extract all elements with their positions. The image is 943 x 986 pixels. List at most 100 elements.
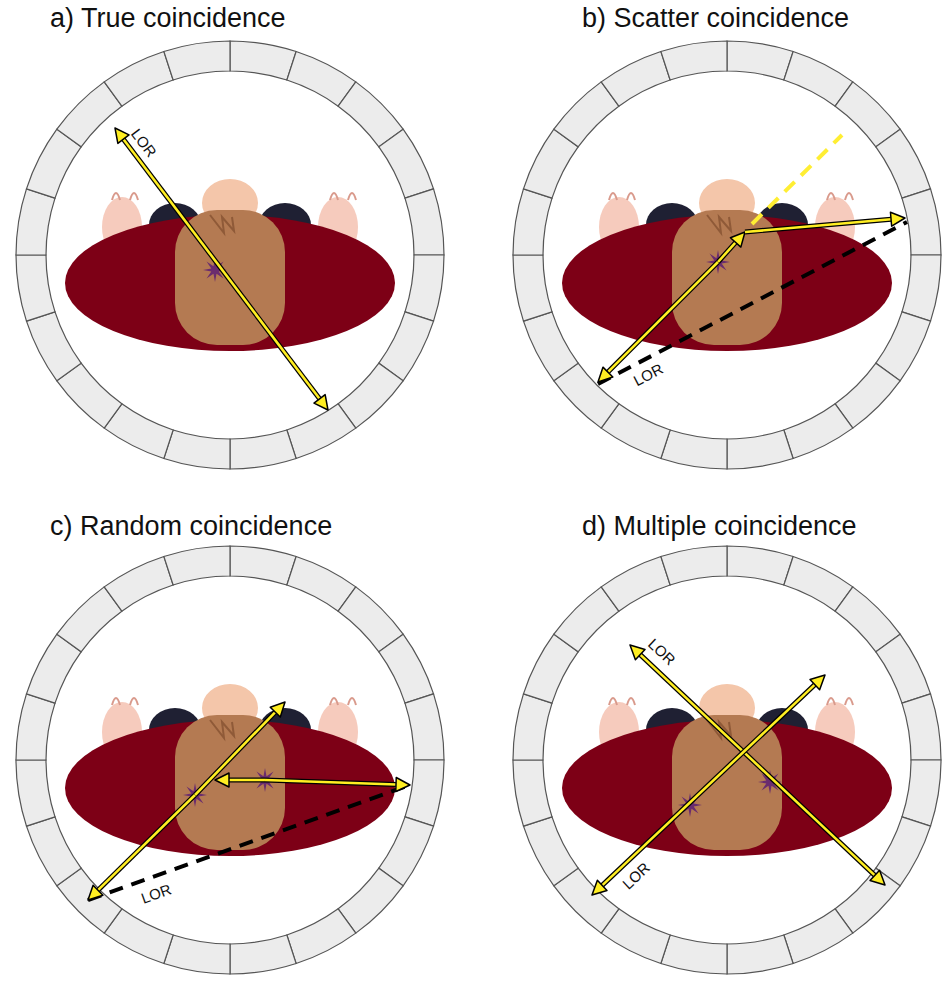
detector-block (601, 51, 670, 106)
photon-arrow (630, 645, 885, 885)
photon-arrow (718, 232, 745, 262)
arrowhead (598, 367, 613, 382)
detector-block (230, 546, 296, 585)
arrowhead (88, 885, 103, 900)
detector-block (727, 430, 793, 469)
detector-block (727, 41, 793, 80)
detector-block (661, 935, 727, 974)
detector-block (513, 694, 552, 760)
detector-block (523, 312, 578, 381)
detector-block (902, 760, 941, 826)
arrowhead (115, 128, 129, 143)
detector-block (405, 694, 444, 760)
arrow-shaft (718, 242, 736, 262)
arrow-shaft (745, 219, 891, 232)
arrowhead (630, 645, 645, 660)
panel-title: b) Scatter coincidence (582, 4, 849, 34)
detector-block (164, 430, 230, 469)
arrow-shaft (229, 779, 265, 782)
hair (210, 720, 234, 738)
arrowhead (810, 675, 825, 690)
detector-block (661, 41, 727, 80)
detector-block (164, 935, 230, 974)
detector-block (784, 909, 853, 964)
arrowhead (730, 232, 745, 247)
detector-block (104, 556, 173, 611)
pet-panel (16, 546, 444, 974)
detector-block (601, 556, 670, 611)
detector-block (164, 41, 230, 80)
arrowhead (270, 702, 285, 717)
arrow-outline (98, 795, 195, 890)
detector-block (784, 404, 853, 459)
detector-block (287, 909, 356, 964)
lor-line (598, 222, 907, 384)
detector-block (16, 189, 55, 255)
detector-block (379, 634, 434, 703)
panel-title: c) Random coincidence (50, 512, 332, 542)
scatter-continuation (752, 135, 842, 224)
detector-block (902, 694, 941, 760)
detector-block (16, 255, 55, 321)
panel-title: d) Multiple coincidence (582, 512, 857, 542)
detector-block (164, 546, 230, 585)
arrow-outline (640, 655, 875, 876)
arrow-shaft (98, 795, 195, 890)
arrow-shaft (265, 780, 396, 785)
detector-block (16, 760, 55, 826)
detector-block (379, 129, 434, 198)
arrow-shaft (640, 655, 875, 876)
detector-block (661, 546, 727, 585)
detector-block (523, 817, 578, 886)
detector-block (405, 255, 444, 321)
detector-block (26, 817, 81, 886)
arrow-outline (602, 685, 815, 886)
arrow-outline (745, 219, 891, 232)
detector-block (26, 312, 81, 381)
detector-block (513, 255, 552, 321)
detector-block (661, 430, 727, 469)
arrowhead (396, 778, 410, 792)
lor-label: LOR (631, 361, 666, 390)
pet-panel (16, 41, 444, 469)
arrow-shaft (195, 712, 275, 795)
arrow-outline (123, 139, 319, 399)
lor-label: LOR (139, 881, 174, 907)
detector-block (876, 129, 931, 198)
arrow-outline (229, 778, 265, 783)
arrowhead (890, 212, 905, 226)
detector-block (104, 51, 173, 106)
hair (707, 215, 731, 233)
pet-panel (513, 546, 941, 974)
photon-arrow (745, 212, 905, 232)
photon-arrow (265, 778, 410, 792)
detector-block (287, 404, 356, 459)
pet-panel (513, 41, 941, 469)
photon-arrow (88, 795, 195, 900)
arrow-shaft (123, 139, 319, 399)
detector-block (405, 760, 444, 826)
detector-block (876, 634, 931, 703)
detector-block (230, 935, 296, 974)
photon-arrow (592, 675, 825, 895)
detector-block (727, 935, 793, 974)
detector-block (405, 189, 444, 255)
arrowhead (592, 880, 607, 895)
panel-title: a) True coincidence (50, 4, 286, 34)
lor-line (88, 785, 410, 900)
detector-block (902, 255, 941, 321)
arrow-shaft (602, 685, 815, 886)
arrow-outline (265, 780, 396, 785)
hair (210, 215, 234, 233)
photon-arrow (215, 773, 265, 787)
detector-block (16, 694, 55, 760)
arrow-outline (195, 712, 275, 795)
arrowhead (314, 395, 328, 410)
arrow-outline (608, 262, 718, 372)
arrow-outline (718, 242, 736, 262)
arrow-shaft (608, 262, 718, 372)
detector-block (513, 760, 552, 826)
photon-arrow (115, 128, 328, 410)
detector-block (513, 189, 552, 255)
